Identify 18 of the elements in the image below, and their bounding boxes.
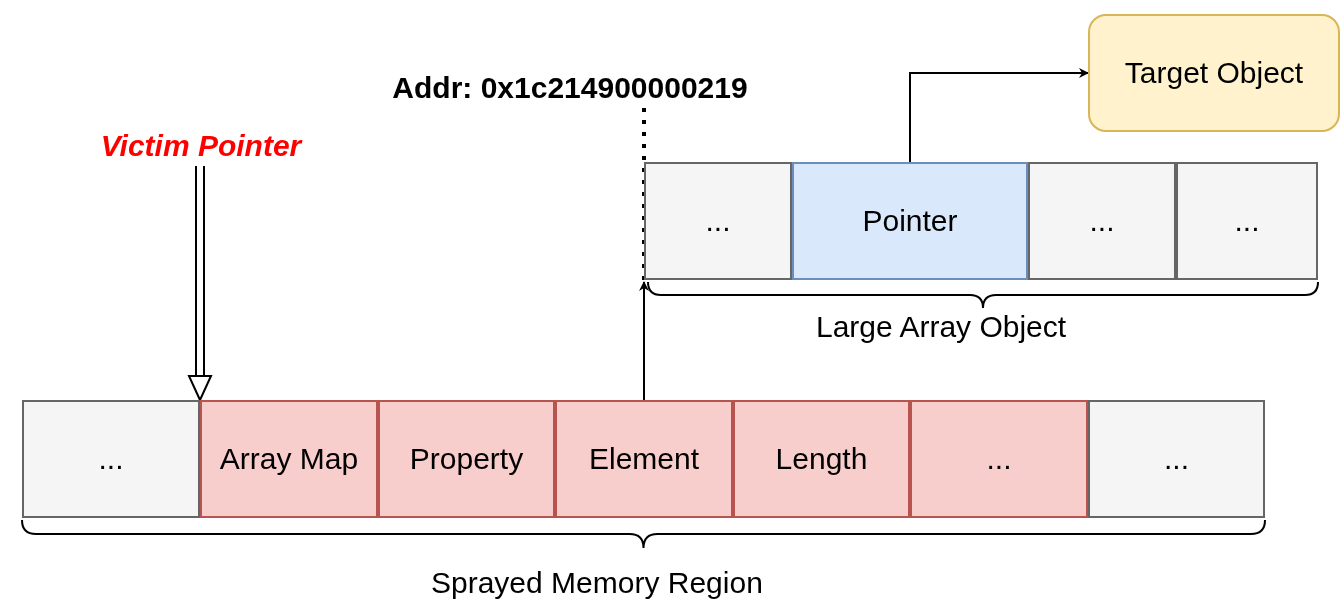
memory-cell: Property (378, 400, 555, 518)
arrow (909, 68, 1089, 163)
memory-cell: ... (644, 162, 792, 280)
hollow-arrow (187, 166, 213, 403)
arrow (639, 281, 649, 401)
address-label: Addr: 0x1c214900000219 (352, 68, 788, 108)
memory-cell: Length (733, 400, 910, 518)
memory-cell: ... (1176, 162, 1318, 280)
memory-cell: Pointer (792, 162, 1028, 280)
object-box: Target Object (1088, 14, 1340, 132)
memory-cell: ... (1088, 400, 1265, 518)
dotted-line (642, 108, 646, 280)
memory-cell: ... (910, 400, 1088, 518)
memory-cell: Element (555, 400, 733, 518)
memory-cell: ... (22, 400, 200, 518)
memory-cell: Array Map (200, 400, 378, 518)
pointer-label: Victim Pointer (70, 126, 332, 166)
memory-cell: ... (1028, 162, 1176, 280)
